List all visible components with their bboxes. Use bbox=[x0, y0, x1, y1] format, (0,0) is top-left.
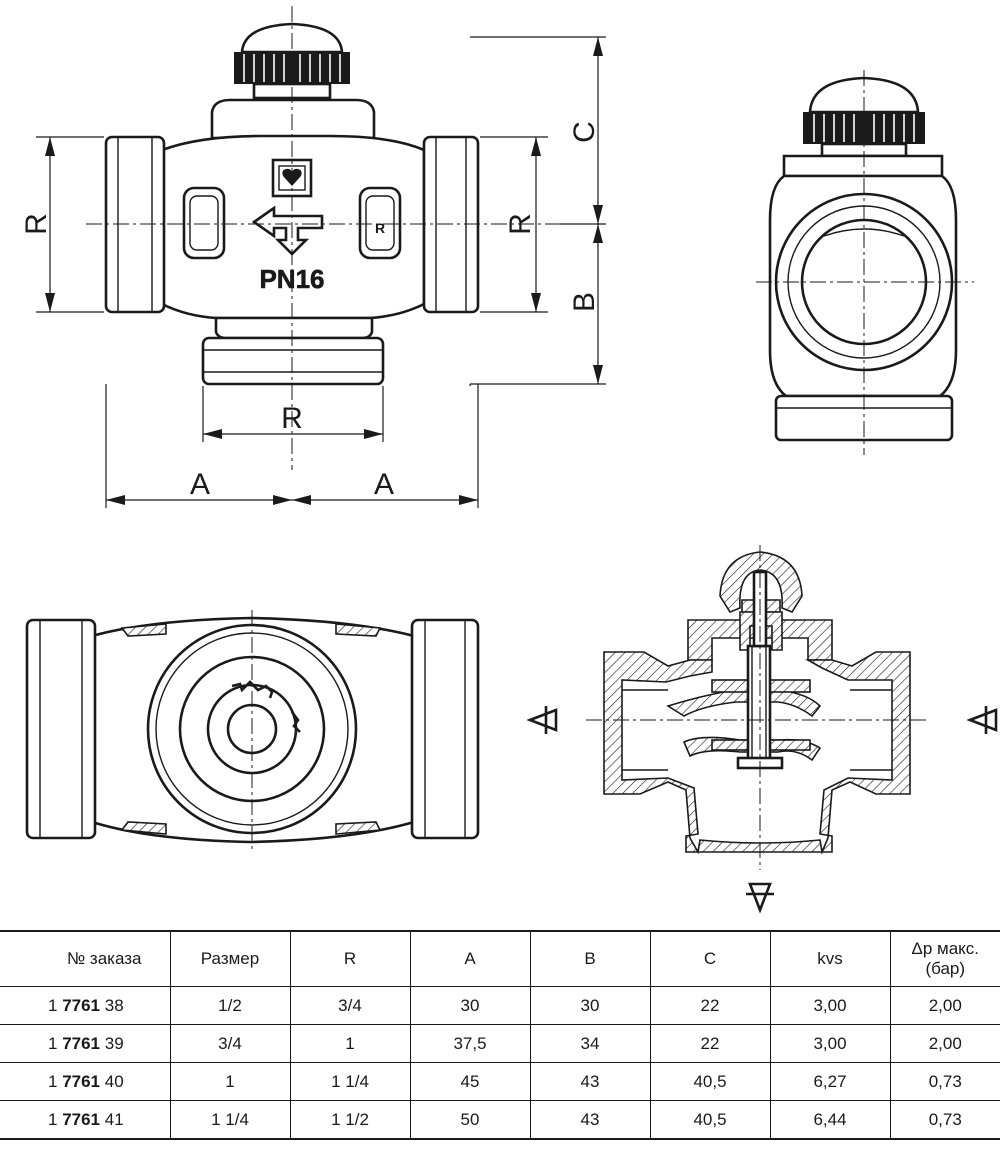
top-view bbox=[25, 610, 480, 850]
cell-c: 40,5 bbox=[649, 1062, 770, 1101]
cell-a: 30 bbox=[409, 986, 530, 1025]
cell-size: 1 1/4 bbox=[169, 1100, 290, 1140]
cell-size: 1/2 bbox=[169, 986, 290, 1025]
col-header-dp-max-line2: (бар) bbox=[925, 959, 966, 978]
table-header-row: № заказа Размер R A B C kvs Δp макс.(бар… bbox=[0, 930, 1000, 987]
section-body-wall bbox=[603, 651, 911, 855]
front-view: R PN16 bbox=[86, 6, 560, 470]
cell-dp-max: 2,00 bbox=[889, 986, 1000, 1025]
cell-kvs: 6,27 bbox=[769, 1062, 890, 1101]
technical-drawing: R PN16 R R bbox=[20, 6, 998, 914]
dim-label-c: C bbox=[568, 121, 601, 143]
col-header-order-number: № заказа bbox=[0, 930, 170, 987]
cell-order-number: 1 7761 41 bbox=[0, 1100, 170, 1140]
cell-size: 1 bbox=[169, 1062, 290, 1101]
cell-order-number: 1 7761 40 bbox=[0, 1062, 170, 1101]
section-knob bbox=[719, 551, 803, 613]
table-row: 1 7761 38 1/2 3/4 30 30 22 3,00 2,00 bbox=[0, 986, 1000, 1025]
top-left-connector bbox=[25, 618, 97, 840]
bonnet bbox=[210, 98, 376, 140]
cell-b: 34 bbox=[529, 1024, 650, 1063]
dim-label-a-left: A bbox=[190, 468, 210, 501]
col-header-dp-max-line1: Δp макс. bbox=[911, 939, 980, 958]
table-row: 1 7761 39 3/4 1 37,5 34 22 3,00 2,00 bbox=[0, 1024, 1000, 1063]
col-header-r: R bbox=[289, 930, 410, 987]
cell-a: 50 bbox=[409, 1100, 530, 1140]
bottom-connector bbox=[201, 336, 385, 386]
left-port-window bbox=[182, 186, 226, 260]
cell-b: 43 bbox=[529, 1100, 650, 1140]
top-body bbox=[90, 616, 416, 844]
cell-r: 1 1/2 bbox=[289, 1100, 410, 1140]
cell-dp-max: 0,73 bbox=[889, 1062, 1000, 1101]
cell-b: 43 bbox=[529, 1062, 650, 1101]
cell-c: 40,5 bbox=[649, 1100, 770, 1140]
handwheel-cap bbox=[234, 22, 350, 100]
side-body bbox=[768, 174, 958, 398]
cell-r: 3/4 bbox=[289, 986, 410, 1025]
cell-a: 45 bbox=[409, 1062, 530, 1101]
cell-c: 22 bbox=[649, 1024, 770, 1063]
cell-r: 1 bbox=[289, 1024, 410, 1063]
cell-dp-max: 2,00 bbox=[889, 1024, 1000, 1063]
section-inner-tube bbox=[666, 689, 822, 718]
dim-label-r-bottom: R bbox=[281, 402, 303, 435]
col-header-size: Размер bbox=[169, 930, 290, 987]
dim-label-b: B bbox=[568, 292, 601, 312]
port-mark: R bbox=[375, 220, 385, 236]
col-header-c: C bbox=[649, 930, 770, 987]
col-header-a: A bbox=[409, 930, 530, 987]
cell-order-number: 1 7761 39 bbox=[0, 1024, 170, 1063]
cell-order-number: 1 7761 38 bbox=[0, 986, 170, 1025]
col-header-b: B bbox=[529, 930, 650, 987]
side-view bbox=[756, 70, 974, 455]
cell-kvs: 6,44 bbox=[769, 1100, 890, 1140]
cell-c: 22 bbox=[649, 986, 770, 1025]
table-row: 1 7761 41 1 1/4 1 1/2 50 43 40,5 6,44 0,… bbox=[0, 1100, 1000, 1140]
cell-a: 37,5 bbox=[409, 1024, 530, 1063]
cell-kvs: 3,00 bbox=[769, 986, 890, 1025]
flow-outlet-bottom-icon bbox=[746, 882, 774, 914]
section-view bbox=[526, 545, 998, 914]
table-row: 1 7761 40 1 1 1/4 45 43 40,5 6,27 0,73 bbox=[0, 1062, 1000, 1101]
cell-r: 1 1/4 bbox=[289, 1062, 410, 1101]
specification-table: № заказа Размер R A B C kvs Δp макс.(бар… bbox=[0, 930, 1000, 1140]
dim-label-r-left: R bbox=[20, 213, 53, 235]
col-header-dp-max: Δp макс.(бар) bbox=[889, 930, 1000, 987]
flow-inlet-right-icon bbox=[966, 706, 998, 734]
cell-b: 30 bbox=[529, 986, 650, 1025]
cell-dp-max: 0,73 bbox=[889, 1100, 1000, 1140]
top-right-connector bbox=[410, 618, 480, 840]
flow-inlet-left-icon bbox=[526, 706, 558, 734]
dimensions-front: R R C B R A A bbox=[20, 36, 606, 508]
cell-size: 3/4 bbox=[169, 1024, 290, 1063]
dim-label-r-right: R bbox=[504, 213, 537, 235]
right-port-window bbox=[358, 186, 402, 260]
flow-direction-arrow-icon bbox=[251, 205, 324, 256]
dim-label-a-right: A bbox=[374, 468, 394, 501]
cell-kvs: 3,00 bbox=[769, 1024, 890, 1063]
col-header-kvs: kvs bbox=[769, 930, 890, 987]
